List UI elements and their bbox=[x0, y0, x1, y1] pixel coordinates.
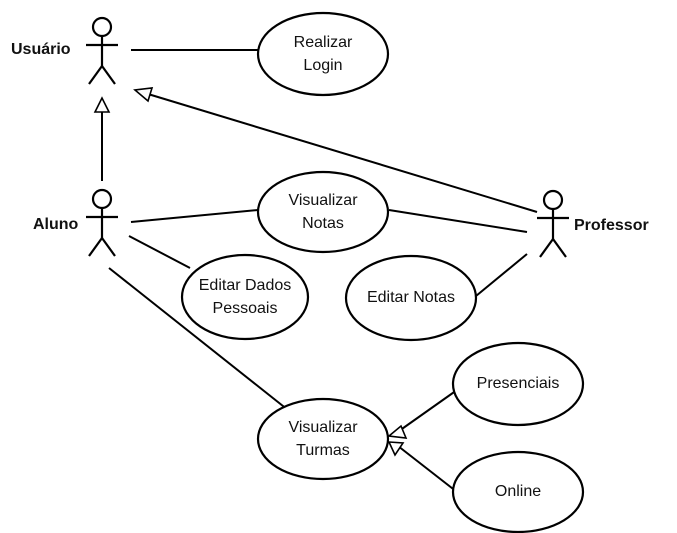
realizar-login-ellipse bbox=[256, 11, 390, 97]
visualizar-notas-label-line2: Notas bbox=[302, 215, 344, 232]
professor-editar-notas-association bbox=[475, 253, 528, 297]
professor-visualizar-notas-association bbox=[388, 209, 528, 233]
professor-usuario-arrowhead bbox=[133, 87, 154, 103]
online-turmas-arrowhead bbox=[387, 441, 405, 457]
visualizar-notas-label-line1: Visualizar bbox=[288, 192, 358, 209]
presenciais-label: Presenciais bbox=[477, 375, 560, 392]
editar-dados-label-line1: Editar Dados bbox=[199, 277, 292, 294]
actor-usuario[interactable]: Usuário bbox=[11, 16, 118, 85]
realizar-login-label-line2: Login bbox=[303, 57, 342, 74]
aluno-label: Aluno bbox=[33, 216, 79, 233]
professor-label: Professor bbox=[574, 217, 649, 234]
use-case-online[interactable]: Online bbox=[451, 450, 585, 533]
aluno-visualizar-turmas-association bbox=[108, 267, 289, 411]
use-case-editar-dados-pessoais[interactable]: Editar Dados Pessoais bbox=[180, 253, 310, 341]
aluno-head bbox=[91, 188, 113, 210]
professor-head bbox=[542, 189, 564, 211]
visualizar-turmas-ellipse bbox=[256, 397, 390, 481]
presenciais-ellipse bbox=[451, 341, 585, 427]
visualizar-notas-ellipse bbox=[256, 170, 390, 254]
aluno-right-leg bbox=[101, 237, 116, 257]
visualizar-turmas-label-line2: Turmas bbox=[296, 442, 350, 459]
actor-aluno[interactable]: Aluno bbox=[33, 188, 118, 257]
presenciais-turmas-arrowhead bbox=[387, 424, 408, 439]
usuario-left-leg bbox=[88, 65, 103, 85]
presenciais-turmas-generalization bbox=[398, 389, 458, 432]
editar-notas-ellipse bbox=[344, 254, 478, 342]
professor-left-leg bbox=[539, 238, 554, 258]
use-case-visualizar-turmas[interactable]: Visualizar Turmas bbox=[256, 397, 390, 481]
associations bbox=[108, 49, 528, 411]
online-label: Online bbox=[495, 483, 541, 500]
professor-usuario-generalization bbox=[147, 93, 538, 213]
editar-notas-label: Editar Notas bbox=[367, 289, 455, 306]
use-case-editar-notas[interactable]: Editar Notas bbox=[344, 254, 478, 342]
use-case-visualizar-notas[interactable]: Visualizar Notas bbox=[256, 170, 390, 254]
aluno-left-leg bbox=[88, 237, 103, 257]
visualizar-turmas-label-line1: Visualizar bbox=[288, 419, 358, 436]
use-case-presenciais[interactable]: Presenciais bbox=[451, 341, 585, 427]
usuario-head bbox=[91, 16, 113, 38]
editar-dados-label-line2: Pessoais bbox=[213, 300, 278, 317]
actor-professor[interactable]: Professor bbox=[537, 189, 649, 258]
use-case-realizar-login[interactable]: Realizar Login bbox=[256, 11, 390, 97]
aluno-visualizar-notas-association bbox=[130, 209, 259, 223]
aluno-usuario-arrowhead bbox=[93, 96, 111, 113]
professor-right-leg bbox=[552, 238, 567, 258]
online-turmas-generalization bbox=[397, 445, 458, 493]
generalizations bbox=[93, 87, 538, 493]
editar-dados-ellipse bbox=[180, 253, 310, 341]
aluno-editar-dados-association bbox=[128, 235, 191, 269]
realizar-login-label-line1: Realizar bbox=[294, 34, 353, 51]
usuario-label: Usuário bbox=[11, 41, 71, 58]
online-ellipse bbox=[451, 450, 585, 533]
usuario-right-leg bbox=[101, 65, 116, 85]
